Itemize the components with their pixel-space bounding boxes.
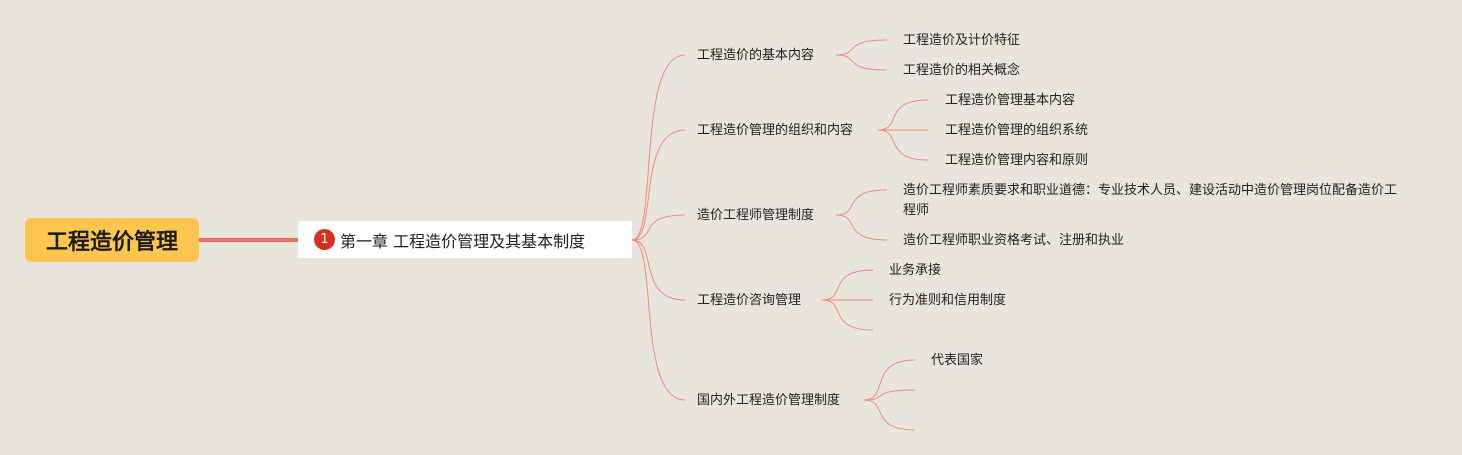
chapter-branch-connector [631,239,686,301]
branch-label: 工程造价咨询管理 [697,293,802,308]
branch-leaf-connector [877,99,929,131]
chapter-node-label: 第一章 工程造价管理及其基本制度 [340,231,586,251]
branch-label: 造价工程师管理制度 [697,208,815,223]
chapter-number-badge: 1 [314,229,335,250]
leaf-label: 业务承接 [889,263,942,278]
leaf-label: 工程造价的相关概念 [903,63,1021,78]
branch-leaf-connector [835,54,888,71]
leaf-node[interactable]: 工程造价管理内容和原则 [945,151,1088,171]
root-node[interactable]: 工程造价管理 [25,218,199,262]
branch-leaf-connector [821,299,874,331]
branch-leaf-connector [863,399,916,431]
branch-leaf-connector [863,359,916,401]
branch-node[interactable]: 工程造价咨询管理 [697,291,801,311]
leaf-node[interactable]: 工程造价管理基本内容 [945,91,1075,111]
leaf-node[interactable]: 造价工程师职业资格考试、注册和执业 [903,231,1124,251]
leaf-label: 工程造价管理内容和原则 [945,153,1089,168]
leaf-node[interactable]: 工程造价及计价特征 [903,31,1020,51]
chapter-branch-connector [631,239,686,401]
branch-label: 工程造价的基本内容 [697,48,815,63]
leaf-label: 造价工程师职业资格考试、注册和执业 [903,233,1125,248]
branch-leaf-connector [863,389,916,401]
branch-label: 国内外工程造价管理制度 [697,393,841,408]
branch-leaf-connector [835,189,888,216]
leaf-node[interactable]: 行为准则和信用制度 [889,291,1006,311]
branch-leaf-connector [835,214,888,241]
leaf-label: 行为准则和信用制度 [889,293,1007,308]
branch-node[interactable]: 工程造价的基本内容 [697,46,814,66]
branch-leaf-connector [821,269,874,301]
chapter-branch-connector [631,214,686,241]
leaf-node[interactable]: 工程造价的相关概念 [903,61,1020,81]
leaf-node[interactable]: 工程造价管理的组织系统 [945,121,1088,141]
chapter-branch-connector [631,129,686,241]
chapter-branch-connector [631,54,686,241]
branch-label: 工程造价管理的组织和内容 [697,123,854,138]
branch-node[interactable]: 造价工程师管理制度 [697,206,814,226]
branch-node[interactable]: 工程造价管理的组织和内容 [697,121,853,141]
chapter-node[interactable]: 1 第一章 工程造价管理及其基本制度 [298,221,632,258]
branch-node[interactable]: 国内外工程造价管理制度 [697,391,840,411]
leaf-node[interactable]: 造价工程师素质要求和职业道德：专业技术人员、建设活动中造价管理岗位配备造价工程师 [903,181,1403,221]
leaf-node[interactable]: 代表国家 [931,351,983,371]
leaf-label: 代表国家 [931,353,984,368]
leaf-label: 工程造价管理基本内容 [945,93,1076,108]
leaf-label: 工程造价及计价特征 [903,33,1021,48]
leaf-label: 工程造价管理的组织系统 [945,123,1089,138]
leaf-node[interactable]: 业务承接 [889,261,941,281]
root-node-label: 工程造价管理 [45,230,178,255]
branch-leaf-connector [835,39,888,56]
branch-leaf-connector [877,129,929,161]
leaf-label: 造价工程师素质要求和职业道德：专业技术人员、建设活动中造价管理岗位配备造价工程师 [903,183,1398,218]
